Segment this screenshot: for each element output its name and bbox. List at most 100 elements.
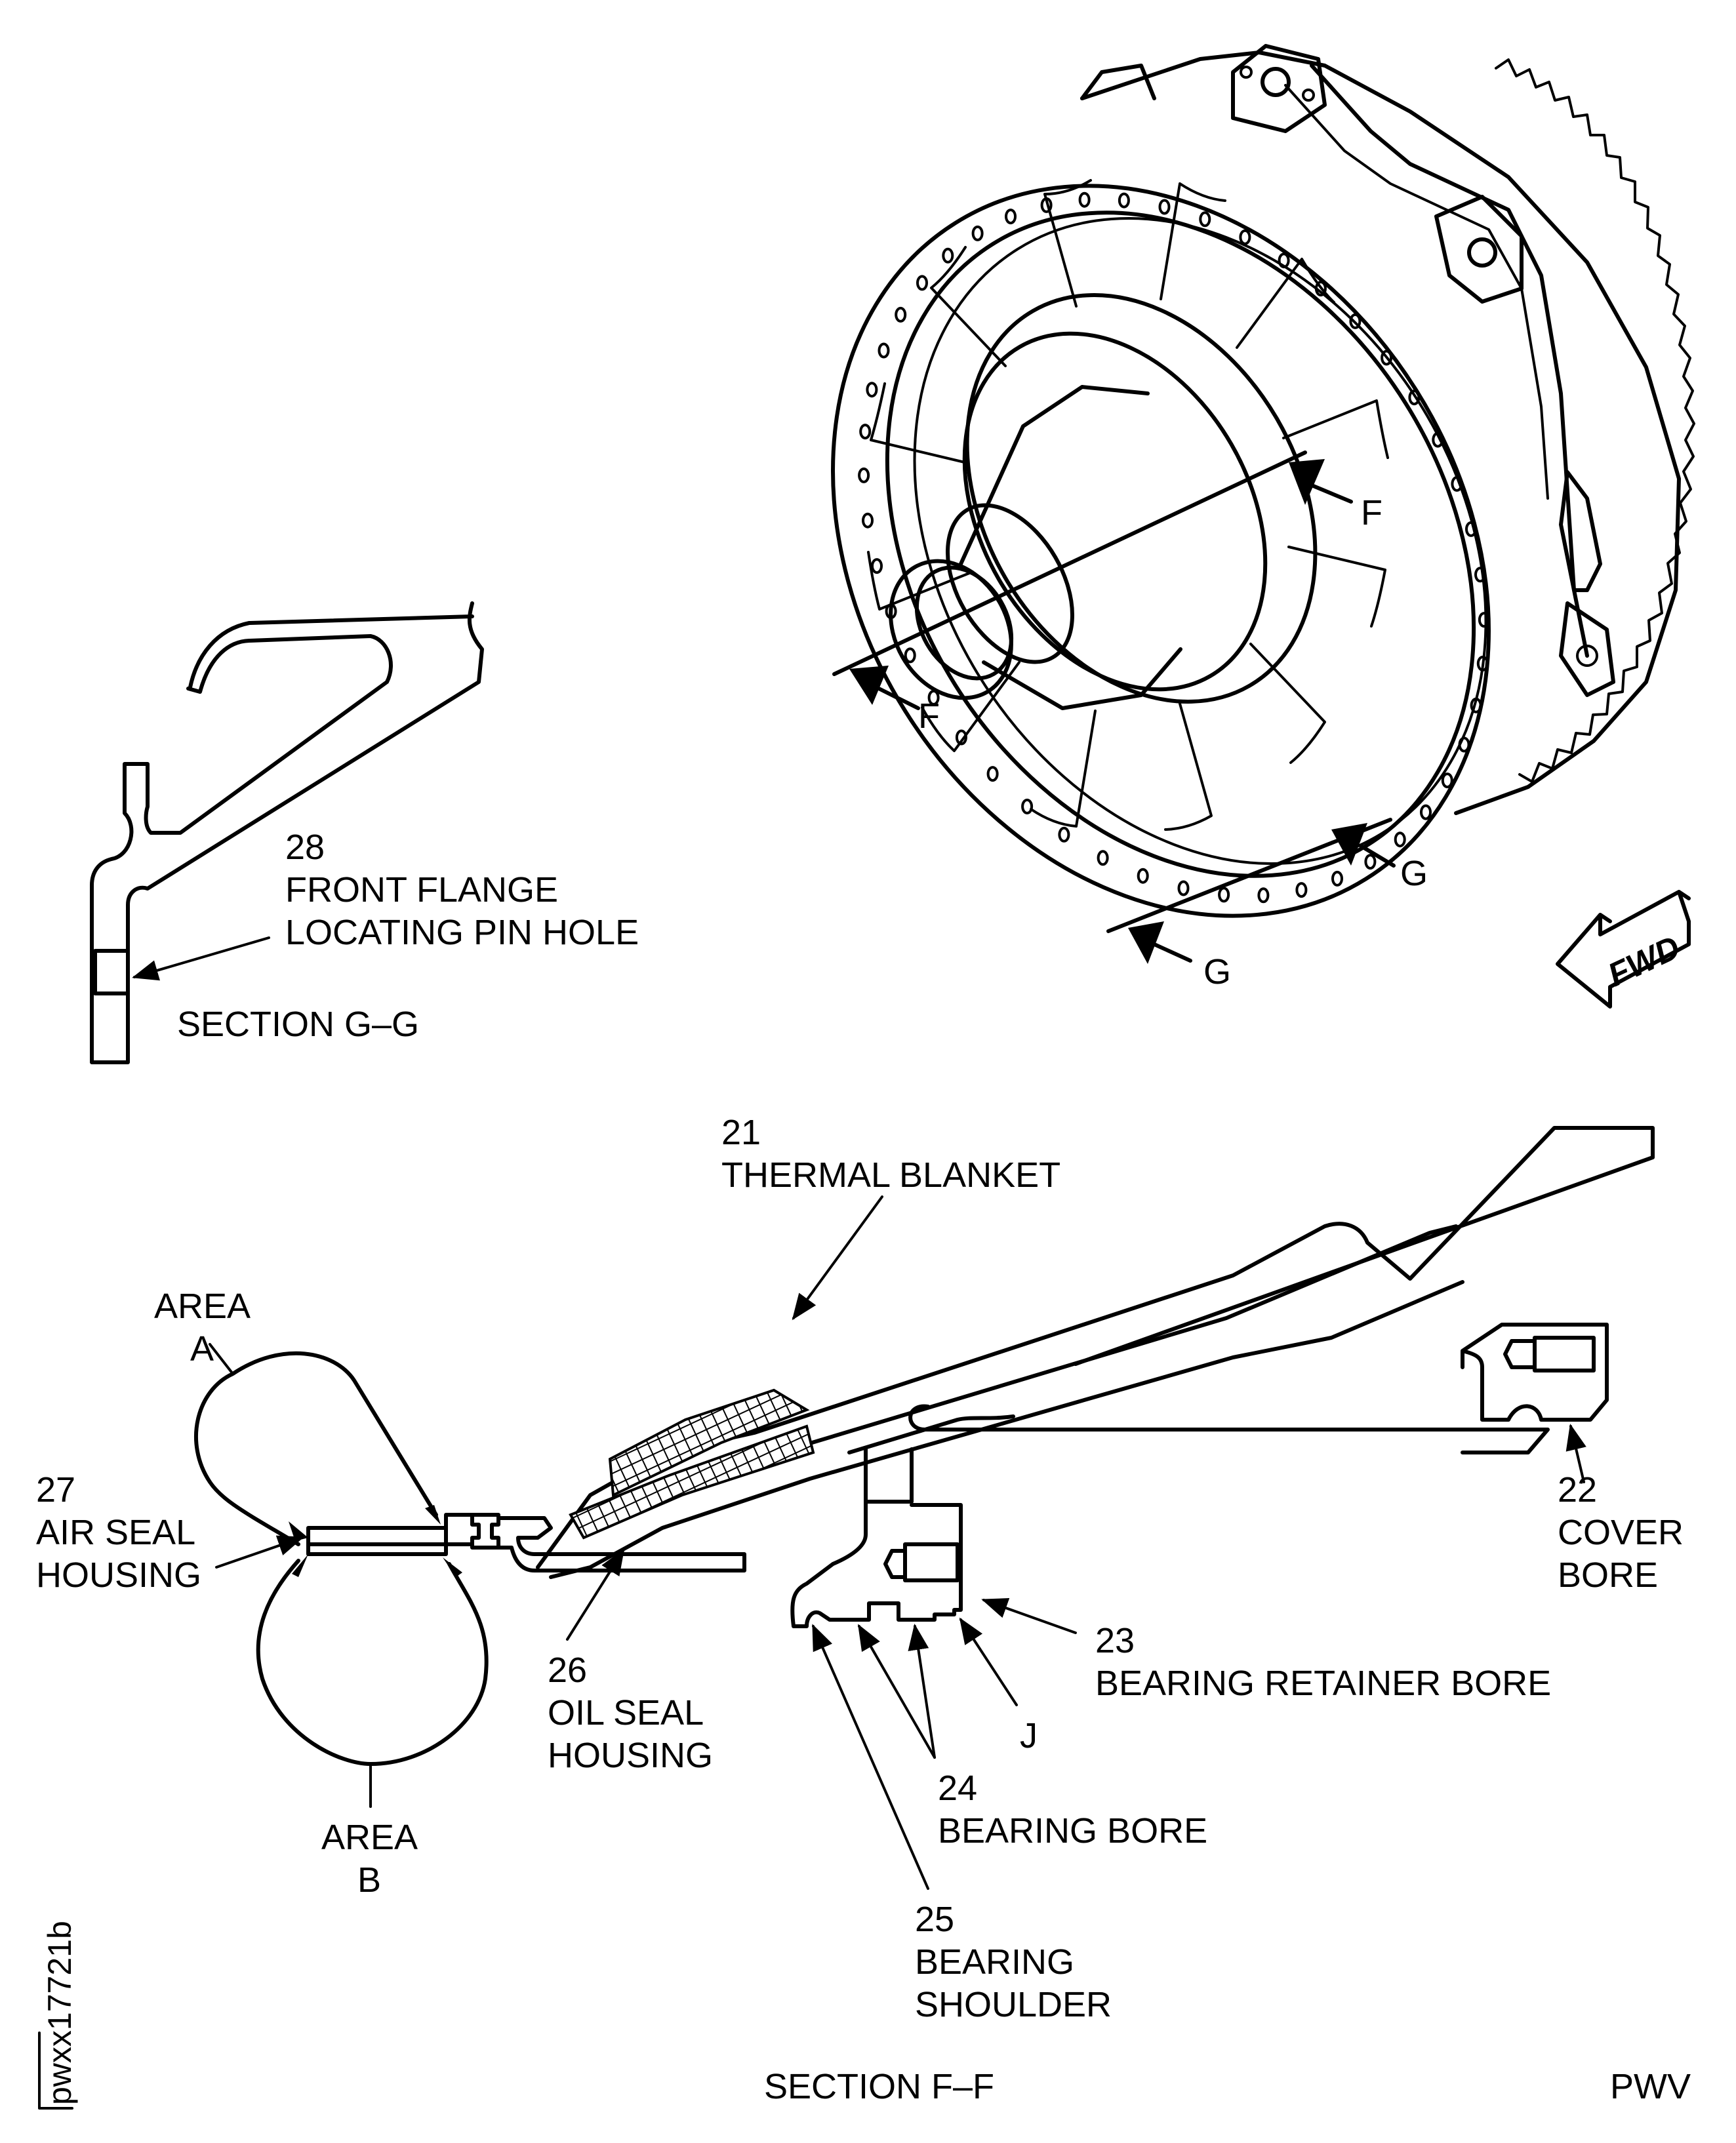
area-b-arrow-left	[292, 1554, 308, 1577]
bolt-hole	[1078, 191, 1091, 208]
mount-hole-small	[1240, 66, 1253, 79]
bolt-hole	[942, 247, 954, 264]
rear-case-outline	[1080, 50, 1681, 815]
section-arrow-f-lower-tail	[877, 687, 920, 710]
callout-label-28-line2: LOCATING PIN HOLE	[285, 913, 639, 952]
bolt-hole	[955, 729, 967, 746]
callout-label-27-line2: HOUSING	[36, 1555, 201, 1595]
bolt-hole	[1005, 209, 1017, 225]
thermal-blanket-hatch-lower	[569, 1424, 815, 1540]
fwd-label: FWD	[1602, 929, 1686, 993]
bolt-hole	[1314, 281, 1327, 297]
section-arrow-g-upper-tail	[1359, 844, 1396, 868]
bolt-hole	[986, 766, 999, 782]
thermal-blanket-hatch	[608, 1388, 810, 1498]
callout-label-22-line1: COVER	[1558, 1513, 1684, 1552]
stator-vane	[1164, 702, 1213, 831]
callout-label-22-line2: BORE	[1558, 1555, 1658, 1595]
section-line-f	[832, 451, 1307, 676]
callout-label-28-line1: FRONT FLANGE	[285, 870, 558, 910]
locating-pin-hole	[93, 949, 130, 995]
bolt-hole	[1058, 826, 1070, 843]
bolt-hole	[871, 558, 883, 574]
bolt-hole	[1476, 655, 1489, 671]
area-b-label-line1: AREA	[321, 1818, 418, 1857]
figure-id-code: pwxx17721b	[41, 1921, 78, 2105]
bolt-hole	[859, 424, 872, 440]
callout-number-25: 25	[915, 1900, 954, 1939]
side-mount-hole	[1467, 237, 1497, 268]
stator-vane	[930, 246, 1007, 367]
bolt-hole	[1295, 882, 1308, 898]
bolt-hole	[1257, 887, 1270, 904]
callout-leader-28	[132, 936, 270, 981]
leader-j	[959, 1617, 1018, 1706]
bearing-housing-bore-hole	[883, 1542, 959, 1582]
section-arrow-g-lower-tail	[1152, 942, 1192, 963]
hub-cone	[959, 385, 1182, 710]
hub-nose-inner	[914, 565, 1014, 681]
stator-vane	[921, 661, 1020, 752]
footer-code: PWV	[1610, 2067, 1691, 2106]
callout-number-23: 23	[1095, 1621, 1135, 1660]
stator-vane	[1249, 643, 1326, 764]
cover-bore-hole	[1503, 1336, 1596, 1372]
hub-cone-base	[962, 331, 1268, 692]
bolt-hole	[1278, 252, 1290, 269]
forward-direction-indicator: FWD	[1556, 890, 1691, 1009]
bolt-hole	[1021, 798, 1034, 814]
stator-vane	[870, 382, 969, 464]
bolt-hole	[1470, 697, 1482, 713]
strut-band-inner	[1284, 84, 1549, 500]
casing-arm-lower	[549, 1280, 1464, 1579]
callout-leader-27	[215, 1535, 304, 1569]
seal-bolt	[470, 1513, 500, 1550]
bracket	[1559, 470, 1615, 697]
bolt-hole	[1158, 199, 1171, 215]
area-a-leader	[209, 1343, 234, 1375]
callout-label-23-line1: BEARING RETAINER BORE	[1095, 1664, 1551, 1703]
bearing-housing	[790, 1447, 963, 1628]
casing-arm-mid	[756, 1224, 1458, 1461]
callout-number-27: 27	[36, 1470, 75, 1510]
bolt-hole	[878, 342, 890, 359]
section-arrow-g-upper	[1331, 823, 1367, 866]
mount-hole-small	[1302, 89, 1315, 102]
bolt-hole	[904, 647, 916, 664]
bolt-hole	[1349, 313, 1362, 329]
bolt-hole	[1137, 868, 1149, 884]
callout-leader-25	[812, 1624, 929, 1890]
bolt-hole	[1177, 880, 1190, 896]
callout-number-28: 28	[285, 828, 325, 867]
stator-vane	[1043, 179, 1092, 308]
section-marker-f-lower: F	[918, 696, 940, 736]
stator-vane	[1282, 399, 1389, 459]
callout-label-21-line1: THERMAL BLANKET	[721, 1155, 1060, 1195]
cover-bore-block	[1461, 1323, 1609, 1422]
section-g-g-profile	[90, 601, 484, 1064]
section-arrow-g-lower	[1128, 921, 1164, 964]
stator-vane	[1287, 546, 1386, 628]
bolt-hole	[1199, 211, 1211, 228]
fwd-arrow-icon	[1556, 890, 1691, 1009]
bolt-hole	[1364, 854, 1377, 870]
callout-number-22: 22	[1558, 1470, 1597, 1510]
stator-vane	[1160, 182, 1226, 300]
bracket-hole	[1576, 645, 1598, 667]
bolt-hole	[1408, 390, 1421, 406]
callout-leader-24a	[858, 1624, 936, 1759]
figure-id-bracket	[38, 2032, 73, 2110]
callout-label-25-line2: SHOULDER	[915, 1985, 1112, 2024]
area-b-arrow-right	[443, 1557, 462, 1577]
figure-id: pwxx17721b	[38, 1921, 78, 2110]
stator-vanes	[867, 179, 1389, 831]
air-seal-housing	[306, 1526, 448, 1546]
bolt-hole	[1465, 521, 1477, 537]
section-g-g-view: 28 FRONT FLANGE LOCATING PIN HOLE SECTIO…	[90, 601, 639, 1064]
bolt-hole	[1478, 612, 1490, 628]
section-marker-g-upper: G	[1400, 854, 1428, 893]
air-seal-housing-lower	[306, 1542, 448, 1556]
section-f-f-view: AREA A AREA B 27 AIR SEAL HOUSING 21 THE…	[36, 1113, 1684, 2106]
callout-leader-22	[1565, 1424, 1586, 1483]
